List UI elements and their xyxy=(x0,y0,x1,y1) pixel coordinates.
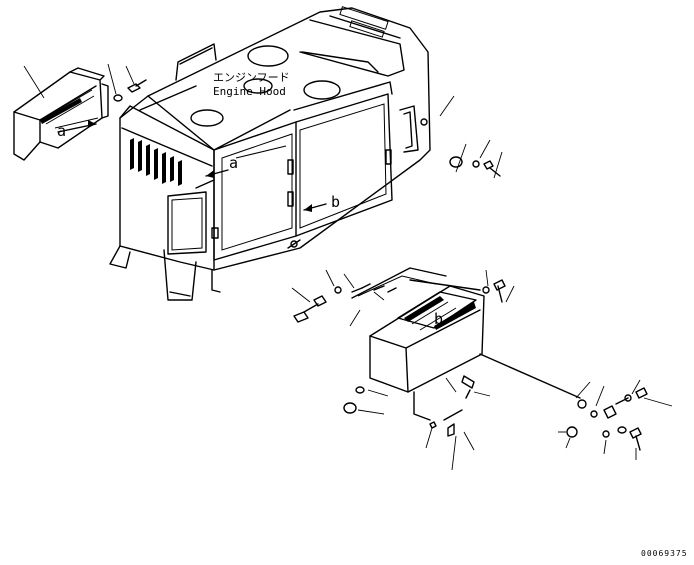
ref-label-a-hood: a xyxy=(229,154,239,172)
side-cover-part xyxy=(13,67,109,161)
engine-hood xyxy=(57,6,431,301)
bolt-group-hood-right xyxy=(420,95,503,179)
side-box-assembly xyxy=(351,267,581,421)
ref-label-b-box: b xyxy=(434,310,444,328)
bolt-group-left-cover xyxy=(23,63,147,129)
engine-hood-title-en: Engine Hood xyxy=(213,85,286,98)
engine-hood-title-jp: エンジンフード xyxy=(213,71,290,84)
ref-label-b-hood: b xyxy=(331,193,341,211)
ref-label-a-left: a xyxy=(57,122,67,140)
drawing-number: 00069375 xyxy=(641,549,688,558)
bolt-group-box-left xyxy=(291,269,515,471)
bolt-group-box-right xyxy=(558,379,673,460)
